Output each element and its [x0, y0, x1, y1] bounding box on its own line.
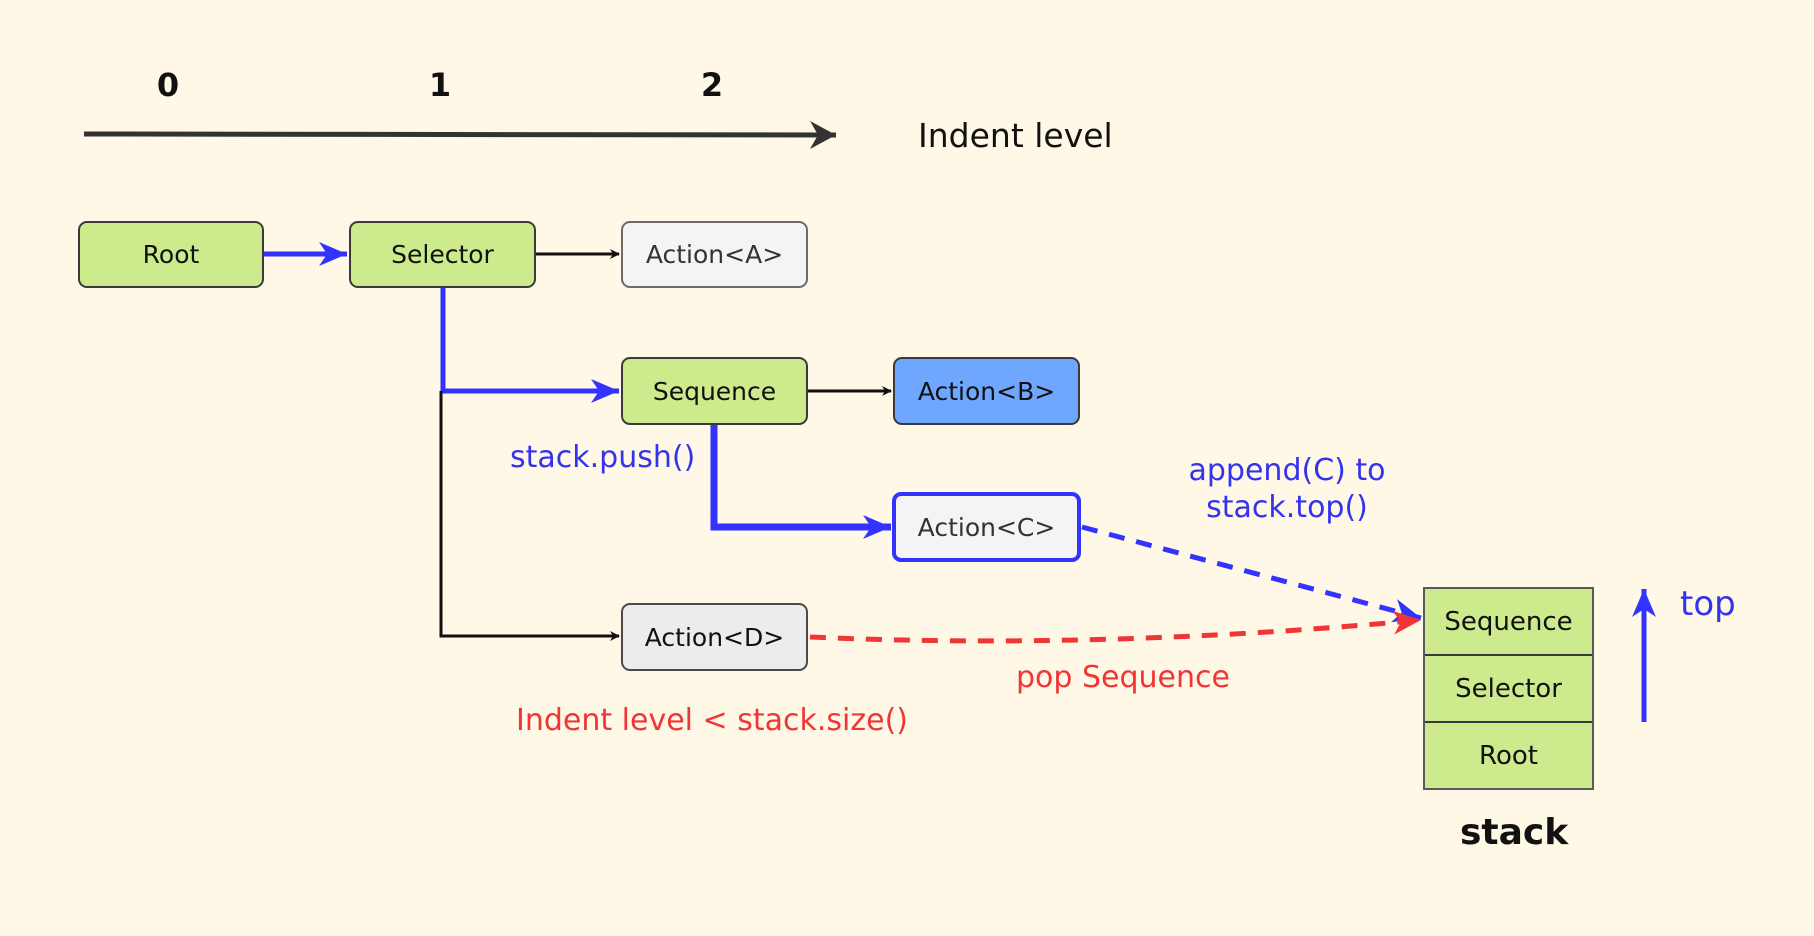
node-action-d: Action<D> [621, 603, 808, 671]
append-annotation-line-2: stack.top() [1206, 490, 1368, 525]
stack-top-label: top [1680, 584, 1736, 624]
edge-sequence-action-c [710, 425, 891, 539]
node-root: Root [78, 221, 264, 288]
node-action-b: Action<B> [893, 357, 1080, 425]
indent-tick-1: 1 [428, 66, 452, 104]
stack-title: stack [1460, 812, 1569, 853]
push-annotation: stack.push() [510, 440, 696, 475]
condition-annotation: Indent level < stack.size() [516, 703, 908, 738]
stack-box: Sequence Selector Root [1423, 587, 1594, 790]
stack-item-root: Root [1479, 740, 1538, 771]
node-action-c: Action<C> [892, 492, 1081, 562]
indent-axis-arrow [83, 120, 837, 149]
edge-pop-sequence [809, 610, 1422, 644]
node-action-a: Action<A> [621, 221, 808, 288]
edge-selector-sequence [440, 288, 619, 403]
indent-tick-2: 2 [700, 66, 724, 104]
indent-tick-0: 0 [156, 66, 180, 104]
append-annotation-line-1: append(C) to [1188, 453, 1386, 488]
edge-append-to-stack-top [1081, 524, 1422, 623]
pop-annotation: pop Sequence [1016, 660, 1230, 695]
edge-selector-action-d [439, 391, 620, 641]
stack-item-selector: Selector [1425, 656, 1592, 723]
append-annotation: append(C) to stack.top() [1174, 453, 1400, 525]
node-sequence: Sequence [621, 357, 808, 425]
indent-axis-title: Indent level [918, 116, 1113, 155]
stack-item-sequence: Sequence [1425, 589, 1592, 656]
node-selector: Selector [349, 221, 536, 288]
